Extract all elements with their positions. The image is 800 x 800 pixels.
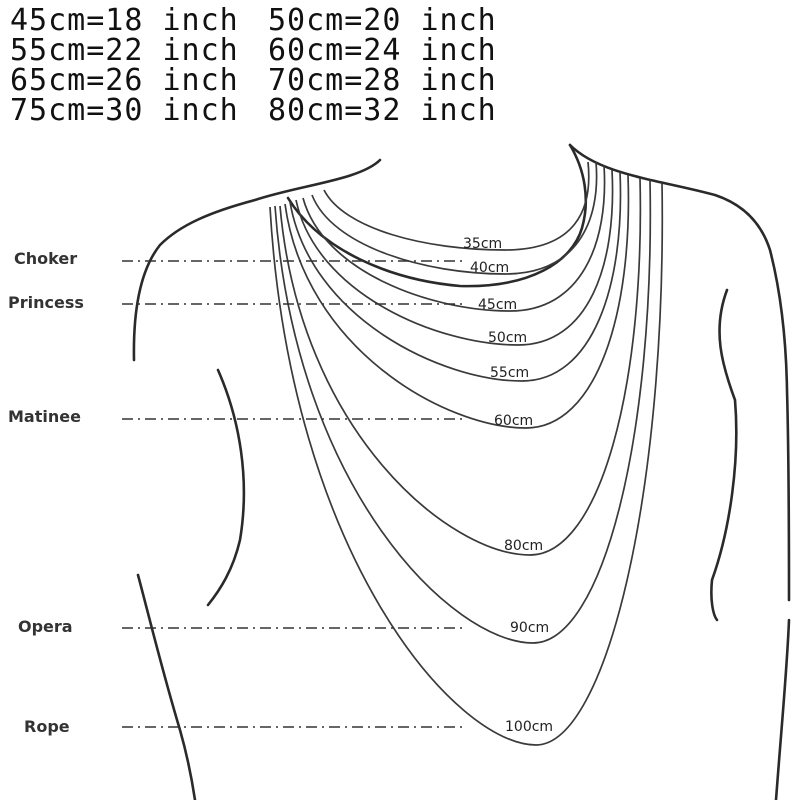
necklace-chain-60cm bbox=[284, 174, 630, 429]
style-label-choker: Choker bbox=[14, 249, 77, 268]
right-arm-outline bbox=[710, 288, 738, 622]
necklace-chain-55cm bbox=[289, 171, 622, 382]
right-shoulder-outline bbox=[568, 143, 791, 602]
necklace-chain-90cm bbox=[274, 179, 652, 644]
necklace-chain-50cm bbox=[295, 169, 614, 346]
necklace-chain-100cm bbox=[269, 182, 664, 746]
length-label-50cm: 50cm bbox=[488, 330, 527, 346]
conversion-entry: 45cm=18 inch bbox=[10, 3, 239, 38]
length-label-100cm: 100cm bbox=[505, 719, 553, 735]
left-shoulder-outline bbox=[132, 158, 382, 362]
length-label-45cm: 45cm bbox=[478, 297, 517, 313]
neckline-outline bbox=[286, 143, 588, 288]
left-arm-outline bbox=[206, 368, 246, 607]
necklace-chain-80cm bbox=[279, 177, 642, 556]
style-label-rope: Rope bbox=[24, 717, 70, 736]
length-label-60cm: 60cm bbox=[494, 413, 533, 429]
necklace-chain-45cm bbox=[302, 164, 606, 312]
necklace-chains bbox=[269, 161, 664, 746]
length-label-80cm: 80cm bbox=[504, 538, 543, 554]
conversion-entry: 60cm=24 inch bbox=[268, 33, 497, 68]
necklace-chain-35cm bbox=[323, 161, 590, 251]
conversion-entry: 65cm=26 inch bbox=[10, 63, 239, 98]
style-label-opera: Opera bbox=[18, 617, 73, 636]
conversion-entry: 80cm=32 inch bbox=[268, 93, 497, 128]
style-label-matinee: Matinee bbox=[8, 407, 81, 426]
size-conversion-table: 45cm=18 inch 50cm=20 inch 55cm=22 inch 6… bbox=[10, 6, 526, 126]
conversion-entry: 55cm=22 inch bbox=[10, 33, 239, 68]
conversion-row: 45cm=18 inch 50cm=20 inch bbox=[10, 6, 526, 36]
conversion-entry: 75cm=30 inch bbox=[10, 93, 239, 128]
conversion-entry: 70cm=28 inch bbox=[268, 63, 497, 98]
conversion-row: 65cm=26 inch 70cm=28 inch bbox=[10, 66, 526, 96]
conversion-entry: 50cm=20 inch bbox=[268, 3, 497, 38]
right-waist-outline bbox=[774, 618, 791, 800]
conversion-row: 75cm=30 inch 80cm=32 inch bbox=[10, 96, 526, 126]
necklace-chain-40cm bbox=[311, 161, 598, 275]
left-waist-outline bbox=[136, 573, 197, 800]
style-label-princess: Princess bbox=[8, 293, 84, 312]
length-label-35cm: 35cm bbox=[463, 236, 502, 252]
length-label-40cm: 40cm bbox=[470, 260, 509, 276]
conversion-row: 55cm=22 inch 60cm=24 inch bbox=[10, 36, 526, 66]
length-label-90cm: 90cm bbox=[510, 620, 549, 636]
length-label-55cm: 55cm bbox=[490, 365, 529, 381]
